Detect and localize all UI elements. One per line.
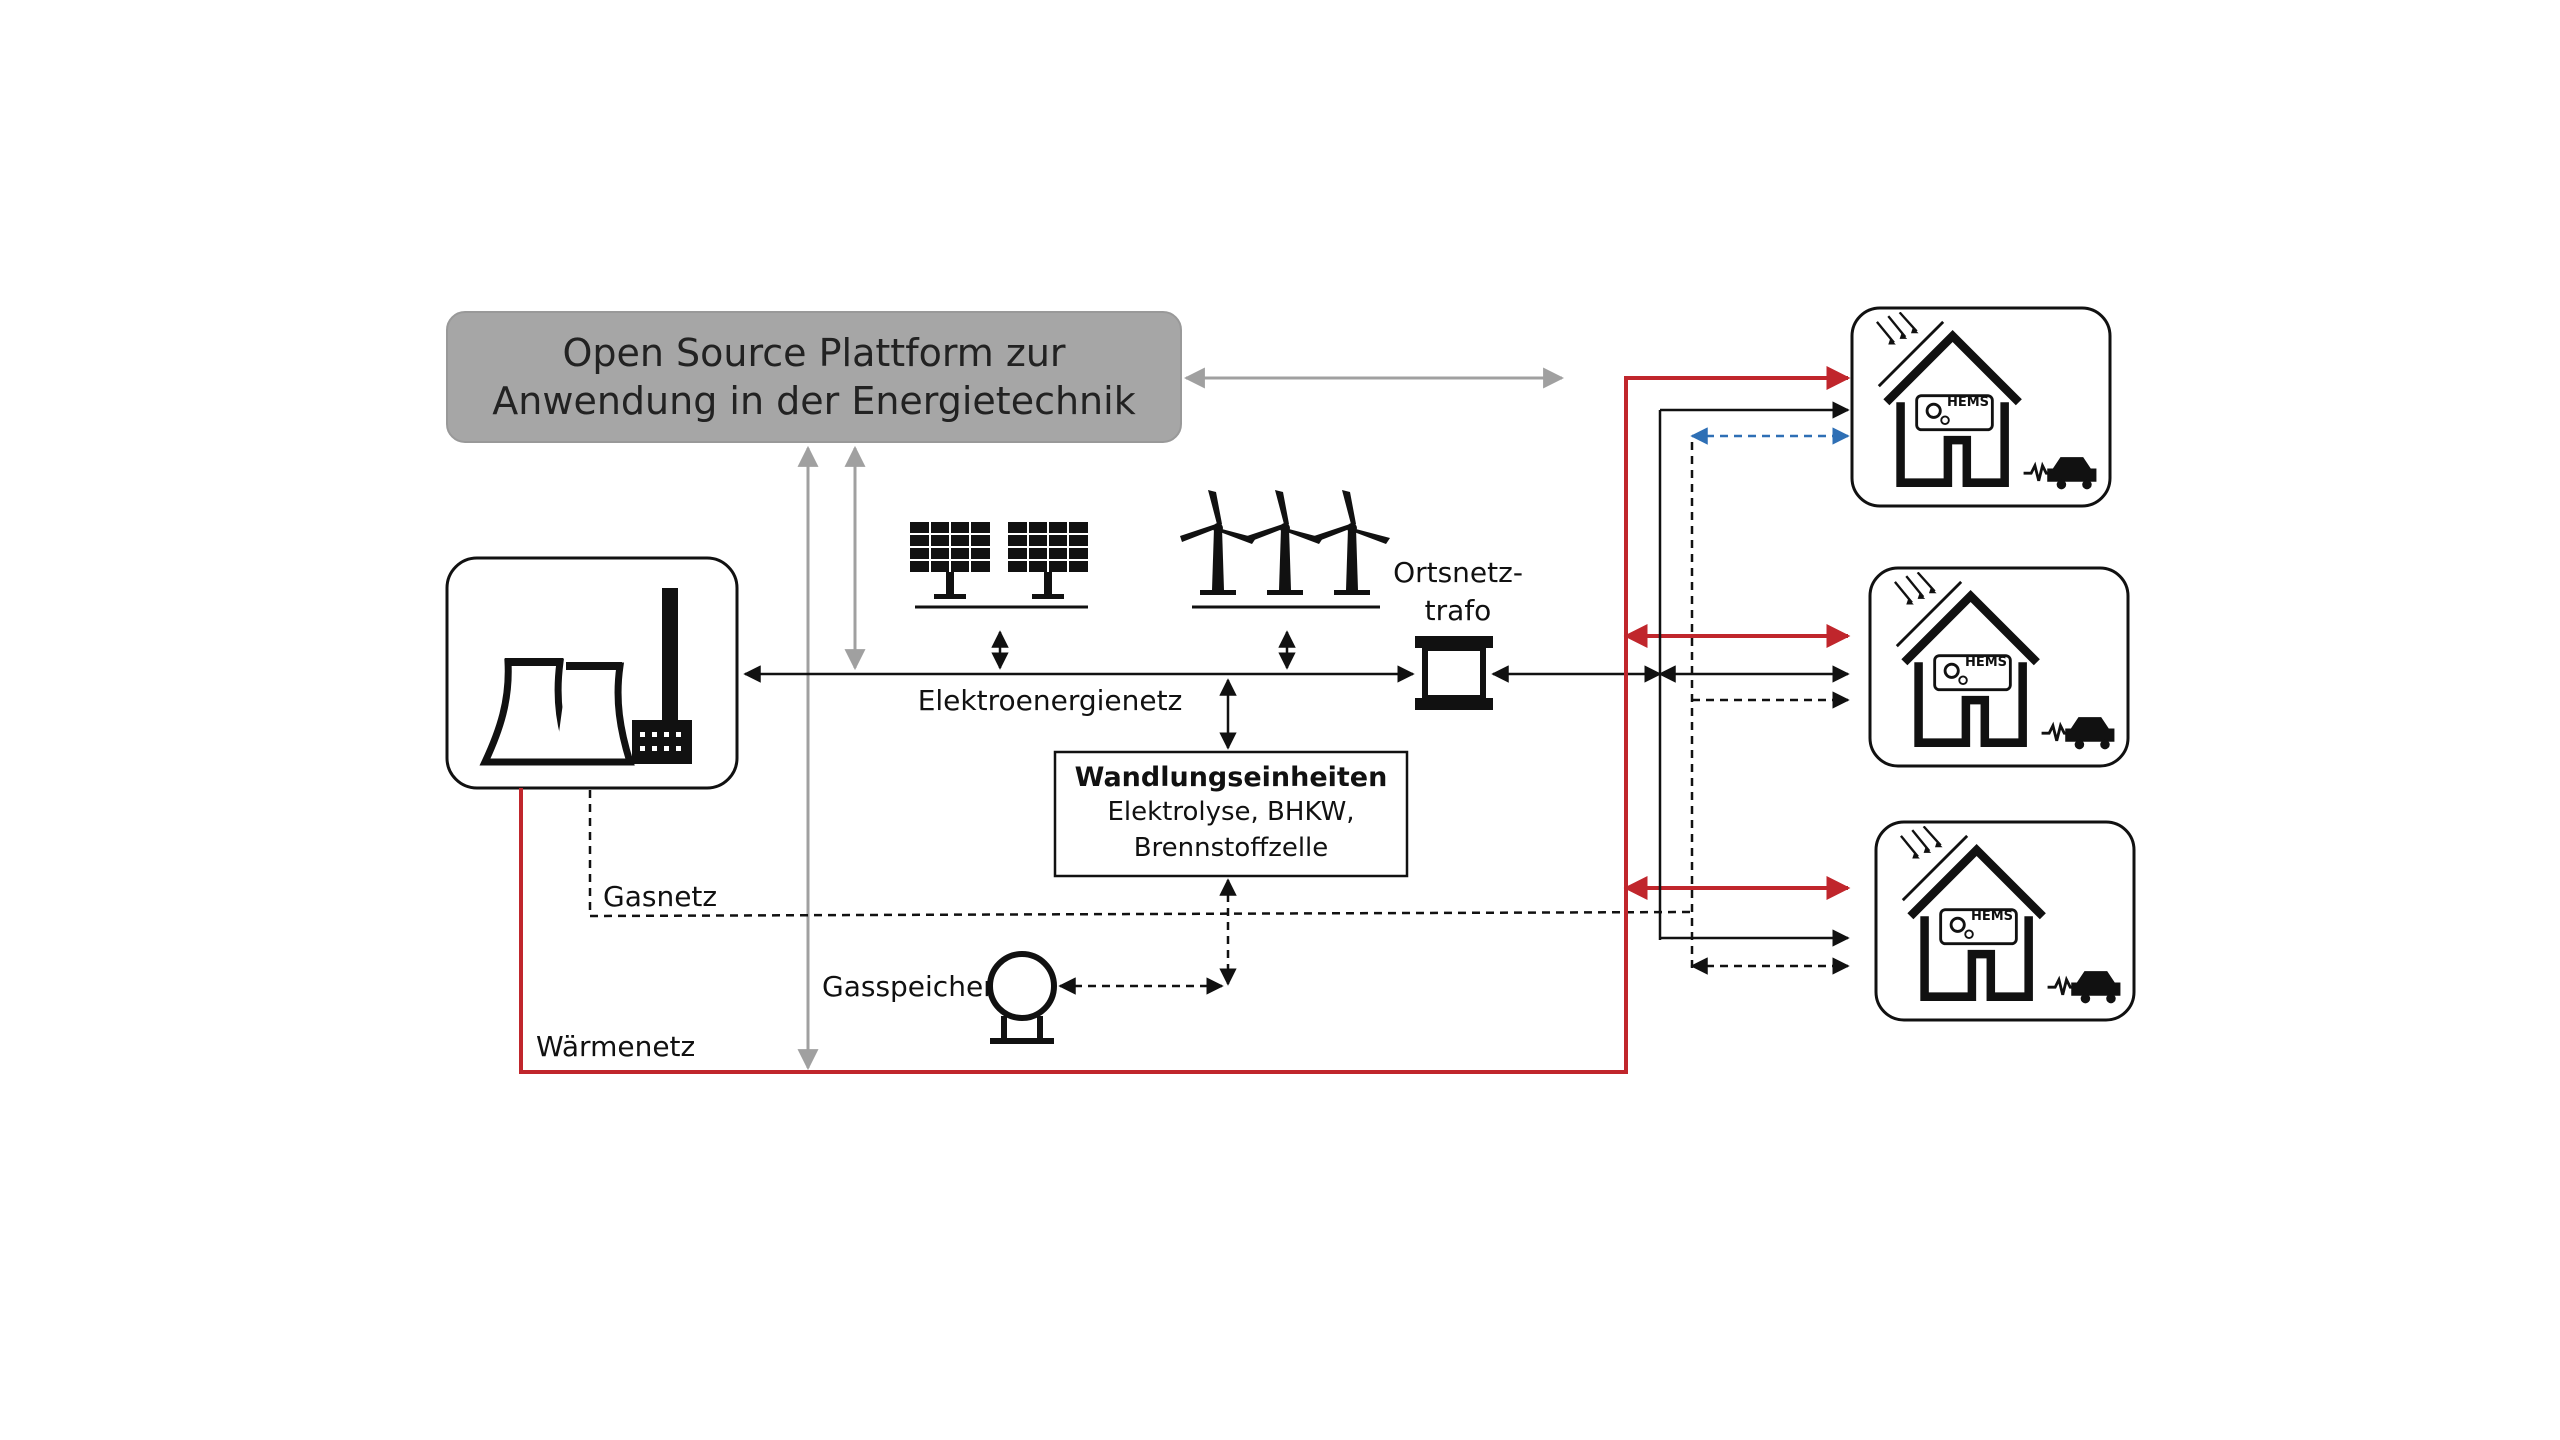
- conversion-line2: Elektrolyse, BHKW,: [1107, 797, 1354, 827]
- grid-label: Elektroenergienetz: [918, 684, 1183, 717]
- house-3: HEMS: [1874, 820, 2136, 1022]
- wind-turbine-icon: [1247, 490, 1323, 595]
- solar-panel-icon: [910, 522, 990, 600]
- house-electrical-lines: [1658, 401, 1850, 947]
- gas-network: [588, 790, 1693, 995]
- gas-grid-label: Gasnetz: [603, 880, 717, 913]
- house-gas-lines: [1690, 436, 1850, 975]
- heat-grid-label: Wärmenetz: [536, 1030, 695, 1063]
- solar-panel-icon: [1008, 522, 1088, 600]
- house-2: HEMS: [1868, 566, 2130, 768]
- hems-label: HEMS: [1965, 655, 2007, 670]
- power-plant-icon: [479, 588, 692, 766]
- hems-label: HEMS: [1971, 909, 2013, 924]
- conversion-line3: Brennstoffzelle: [1134, 833, 1329, 863]
- wind-turbine-icon: [1180, 490, 1256, 595]
- heat-network: [519, 366, 1851, 1074]
- transformer: Ortsnetz- trafo: [1393, 556, 1523, 710]
- power-plant: [445, 556, 739, 790]
- hems-label: HEMS: [1947, 395, 1989, 410]
- transformer-label-line2: trafo: [1425, 594, 1492, 627]
- platform-title-line1: Open Source Plattform zur: [562, 331, 1065, 375]
- platform-box: Open Source Plattform zur Anwendung in d…: [446, 311, 1182, 443]
- electrical-grid: [743, 630, 1662, 750]
- conversion-units-box: Wandlungseinheiten Elektrolyse, BHKW, Br…: [1053, 750, 1409, 878]
- gas-storage-label: Gasspeicher: [822, 970, 995, 1003]
- transformer-label-line1: Ortsnetz-: [1393, 556, 1523, 589]
- solar-panels: [910, 522, 1088, 609]
- house-1: HEMS: [1850, 306, 2112, 508]
- wind-turbine-icon: [1314, 490, 1390, 595]
- platform-connections: [797, 367, 1565, 1071]
- transformer-icon: [1415, 636, 1493, 710]
- gas-storage: Gasspeicher: [822, 951, 1057, 1044]
- gas-tank-icon: [987, 951, 1057, 1044]
- platform-title-line2: Anwendung in der Energietechnik: [492, 379, 1135, 423]
- conversion-title: Wandlungseinheiten: [1075, 762, 1388, 793]
- wind-turbines: [1180, 490, 1390, 609]
